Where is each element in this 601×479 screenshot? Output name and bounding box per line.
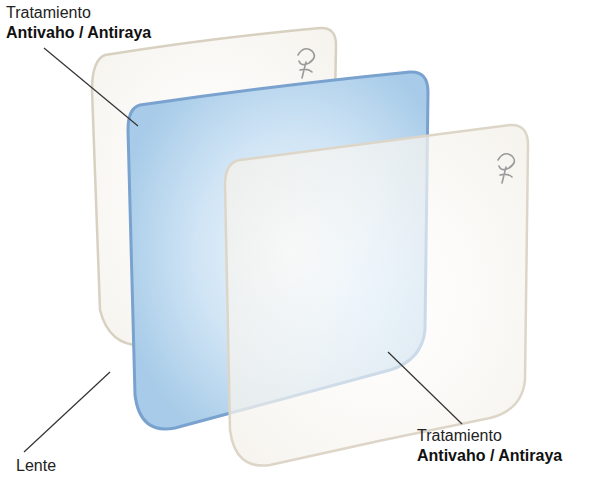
leader-line — [388, 352, 462, 424]
part-label: Tratamiento — [6, 3, 91, 23]
leader-line — [44, 48, 138, 126]
part-label: Tratamiento — [417, 426, 502, 446]
treatment-name: Antivaho / Antiraya — [417, 446, 562, 466]
part-label: Lente — [16, 456, 56, 476]
leader-line — [24, 372, 110, 452]
front-coating-layer — [225, 125, 528, 466]
logo-mark — [498, 154, 514, 183]
treatment-name: Antivaho / Antiraya — [6, 23, 151, 43]
logo-mark — [298, 49, 314, 78]
